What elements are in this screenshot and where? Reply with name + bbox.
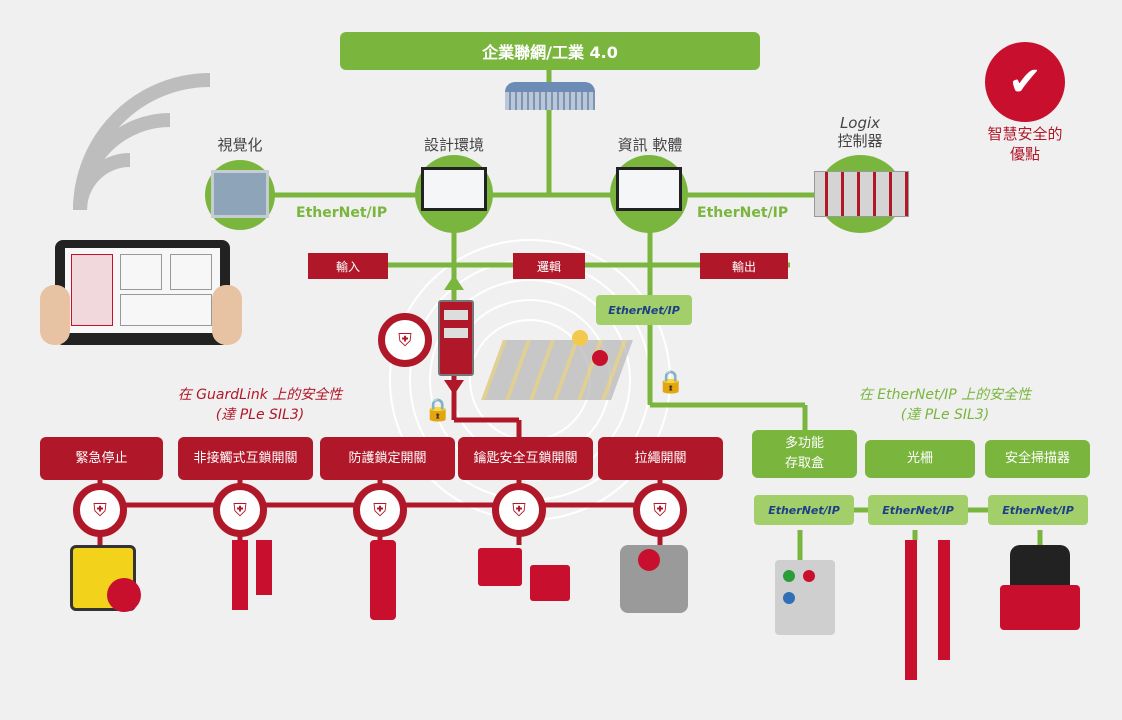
safety-relay-icon (438, 300, 474, 376)
ethernetip-logo-icon: EtherNet/IP (868, 495, 968, 525)
left-hand (40, 285, 70, 345)
access-box-product (775, 560, 835, 635)
shield-icon: ⛨ (73, 483, 127, 537)
ethernetip-logo-icon: EtherNet/IP (596, 295, 692, 325)
shield-icon: ⛨ (213, 483, 267, 537)
lock-icon: 🔒 (657, 370, 685, 395)
ethernetip-logo-icon: EtherNet/IP (988, 495, 1088, 525)
visualization-node (205, 160, 275, 230)
device-multifunction-access-box: 多功能 存取盒 (752, 430, 857, 478)
shield-icon: ⛨ (378, 313, 432, 367)
info-software-node (610, 155, 688, 233)
trapped-key-product-2 (530, 565, 570, 601)
info-software-label: 資訊 軟體 (617, 136, 683, 154)
output-label: 輸出 (700, 253, 788, 279)
device-emergency-stop: 緊急停止 (40, 437, 163, 480)
device-guard-locking-switch: 防護鎖定開關 (320, 437, 455, 480)
light-curtain-product-2 (938, 540, 950, 660)
ethernet-label-right: EtherNet/IP (697, 205, 789, 221)
guardlink-title: 在 GuardLink 上的安全性 (達 PLe SIL3) (177, 387, 343, 423)
safety-scanner-product (1000, 545, 1080, 635)
emergency-stop-product (70, 545, 141, 612)
enterprise-network-bar: 企業聯網/工業 4.0 (340, 32, 760, 70)
controller-chassis-icon (814, 171, 909, 217)
checkmark-icon: ✔ (985, 42, 1065, 122)
tablet-screen (65, 248, 220, 333)
light-curtain-product (905, 540, 917, 680)
ethernet-label-left: EtherNet/IP (296, 205, 388, 221)
logic-label: 邏輯 (513, 253, 585, 279)
device-safety-scanner: 安全掃描器 (985, 440, 1090, 478)
enterprise-network-title: 企業聯網/工業 4.0 (482, 43, 618, 62)
device-non-contact-interlock: 非接觸式互鎖開關 (178, 437, 313, 480)
machine-cell-illustration (481, 320, 633, 410)
smart-safety-label: 智慧安全的 優點 (987, 125, 1063, 163)
guard-locking-switch-product (370, 540, 396, 620)
lock-icon: 🔒 (424, 398, 452, 423)
right-hand (212, 285, 242, 345)
ethernetip-safety-title: 在 EtherNet/IP 上的安全性 (達 PLe SIL3) (858, 387, 1032, 423)
monitor-icon (421, 167, 487, 211)
cable-pull-switch-product (620, 545, 688, 613)
device-light-curtain: 光柵 (865, 440, 975, 478)
building-icon (505, 82, 595, 112)
monitor-icon (616, 167, 682, 211)
visualization-label: 視覺化 (217, 136, 263, 154)
logix-controller-node (814, 155, 909, 233)
trapped-key-product (478, 548, 522, 586)
design-environment-label: 設計環境 (423, 136, 484, 154)
shield-icon: ⛨ (353, 483, 407, 537)
device-cable-pull-switch: 拉繩開關 (598, 437, 723, 480)
ethernetip-logo-icon: EtherNet/IP (754, 495, 854, 525)
input-label: 輸入 (308, 253, 388, 279)
device-trapped-key-interlock: 鑰匙安全互鎖開關 (458, 437, 593, 480)
design-environment-node (415, 155, 493, 233)
actuator-product (256, 540, 272, 595)
shield-icon: ⛨ (492, 483, 546, 537)
shield-icon: ⛨ (633, 483, 687, 537)
non-contact-switch-product (232, 540, 248, 610)
tablet-icon (55, 240, 230, 345)
logix-controller-label: Logix 控制器 (837, 114, 883, 150)
wifi-icon (73, 73, 211, 211)
hmi-panel-icon (211, 170, 269, 218)
